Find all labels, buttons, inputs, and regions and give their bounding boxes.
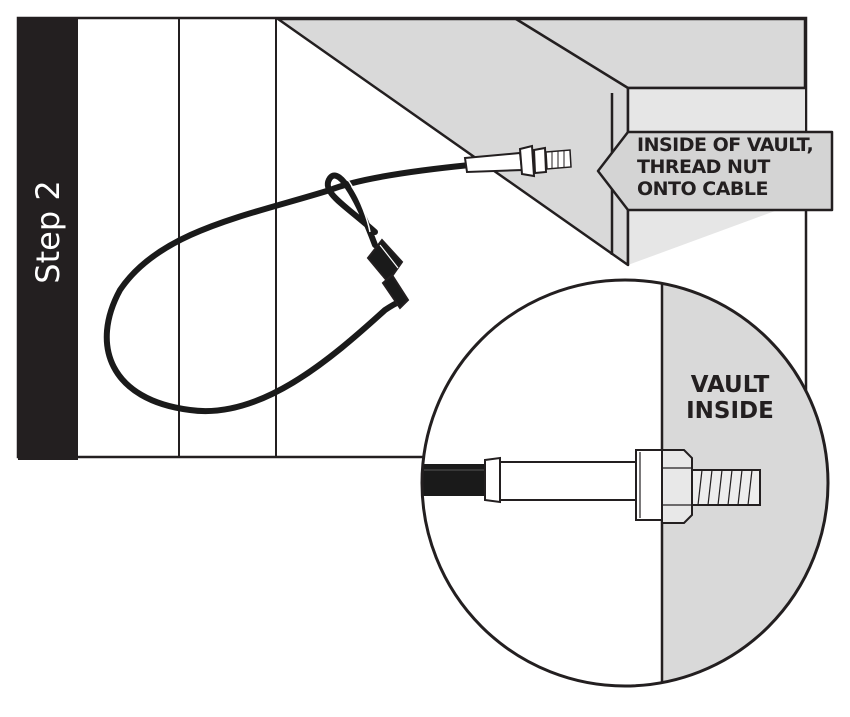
threaded-bolt-icon [463, 144, 572, 178]
cable-loop-icon [103, 162, 473, 415]
cable-detail [422, 464, 490, 496]
callout-text: INSIDE OF VAULT, THREAD NUT ONTO CABLE [637, 134, 814, 200]
step-tab [18, 18, 78, 460]
vault-edge-1 [515, 17, 629, 90]
callout-box [596, 130, 834, 212]
step-label: Step 2 [29, 180, 67, 284]
detail-zoom-view [420, 278, 830, 688]
lock-head-icon [366, 238, 410, 310]
vault-inside-label: VAULT INSIDE [686, 372, 774, 424]
hex-nut-icon [661, 449, 761, 524]
